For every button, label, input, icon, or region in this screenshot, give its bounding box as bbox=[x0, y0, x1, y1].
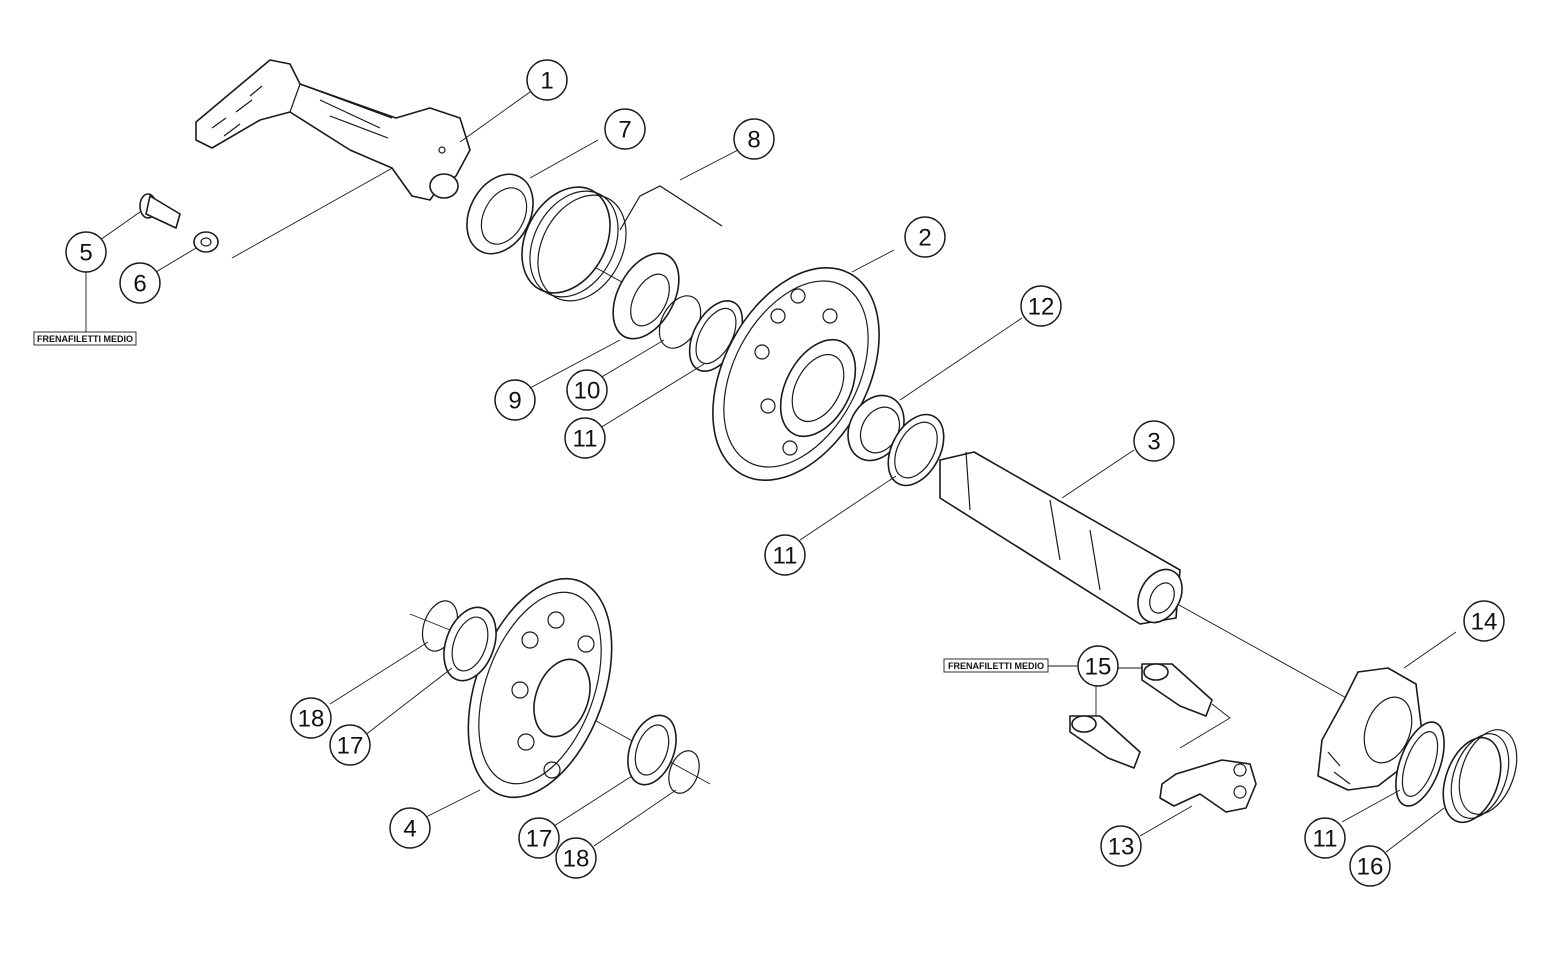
gear-2 bbox=[712, 267, 880, 481]
note-frenafiletti-15: FRENAFILETTI MEDIO bbox=[943, 658, 1049, 673]
callout-5: 5 bbox=[65, 231, 107, 273]
svg-text:18: 18 bbox=[563, 846, 590, 873]
svg-text:3: 3 bbox=[1147, 429, 1160, 456]
callout-4: 4 bbox=[389, 807, 431, 849]
callout-18-left: 18 bbox=[290, 697, 332, 739]
callout-12: 12 bbox=[1020, 285, 1062, 327]
callout-16: 16 bbox=[1349, 845, 1391, 887]
callout-7: 7 bbox=[604, 108, 646, 150]
callout-17-right: 17 bbox=[518, 817, 560, 859]
svg-text:1: 1 bbox=[540, 68, 553, 95]
callout-leaders bbox=[85, 91, 1457, 853]
svg-text:FRENAFILETTI MEDIO: FRENAFILETTI MEDIO bbox=[948, 661, 1044, 671]
svg-text:17: 17 bbox=[526, 826, 553, 853]
svg-text:18: 18 bbox=[298, 706, 325, 733]
callout-11-middle: 11 bbox=[764, 534, 806, 576]
svg-text:FRENAFILETTI MEDIO: FRENAFILETTI MEDIO bbox=[37, 334, 133, 344]
washer-17-left bbox=[443, 606, 497, 682]
washer-11-middle bbox=[887, 413, 945, 487]
spring-cup-9 bbox=[612, 252, 680, 340]
washer-11-right bbox=[1395, 721, 1445, 807]
callout-10: 10 bbox=[566, 369, 608, 411]
kickstart-lever bbox=[195, 59, 471, 201]
svg-text:8: 8 bbox=[747, 127, 760, 154]
spring-8 bbox=[521, 185, 723, 302]
svg-text:10: 10 bbox=[574, 378, 601, 405]
svg-text:4: 4 bbox=[403, 816, 416, 843]
svg-text:15: 15 bbox=[1085, 654, 1112, 681]
callout-8: 8 bbox=[733, 118, 775, 160]
svg-text:6: 6 bbox=[133, 271, 146, 298]
svg-text:12: 12 bbox=[1028, 294, 1055, 321]
bolts-15 bbox=[1069, 663, 1213, 769]
svg-text:11: 11 bbox=[773, 543, 798, 570]
pawl-13 bbox=[1159, 759, 1257, 813]
washer-17-right bbox=[627, 714, 677, 786]
callout-15: 15 bbox=[1077, 645, 1119, 687]
callout-1: 1 bbox=[526, 59, 568, 101]
shaft-3 bbox=[939, 451, 1183, 625]
callout-17-left: 17 bbox=[329, 724, 371, 766]
callout-13: 13 bbox=[1100, 825, 1142, 867]
seal-7 bbox=[466, 173, 534, 255]
svg-text:2: 2 bbox=[918, 225, 931, 252]
callout-3: 3 bbox=[1133, 420, 1175, 462]
svg-text:11: 11 bbox=[573, 426, 598, 453]
screw-5 bbox=[139, 193, 181, 229]
callout-18-right: 18 bbox=[555, 837, 597, 879]
callouts: 1 2 3 4 5 6 7 8 9 10 11 11 11 12 13 14 1… bbox=[65, 59, 1505, 887]
callout-11-right: 11 bbox=[1304, 817, 1346, 859]
bushing-12 bbox=[847, 394, 905, 462]
svg-text:17: 17 bbox=[337, 733, 364, 760]
svg-text:5: 5 bbox=[79, 240, 92, 267]
svg-text:11: 11 bbox=[1313, 826, 1338, 853]
circlip-18-right bbox=[668, 750, 700, 794]
svg-text:9: 9 bbox=[508, 388, 521, 415]
svg-text:13: 13 bbox=[1108, 834, 1135, 861]
note-frenafiletti-5: FRENAFILETTI MEDIO bbox=[33, 331, 137, 346]
callout-14: 14 bbox=[1463, 600, 1505, 642]
spring-16 bbox=[1442, 729, 1518, 824]
gear-4 bbox=[467, 577, 613, 799]
svg-text:14: 14 bbox=[1471, 609, 1498, 636]
callout-2: 2 bbox=[904, 216, 946, 258]
svg-text:7: 7 bbox=[618, 117, 631, 144]
svg-text:16: 16 bbox=[1357, 854, 1384, 881]
callout-6: 6 bbox=[119, 262, 161, 304]
washer-6 bbox=[193, 231, 219, 253]
callout-11-upper: 11 bbox=[564, 417, 606, 459]
callout-9: 9 bbox=[494, 379, 536, 421]
